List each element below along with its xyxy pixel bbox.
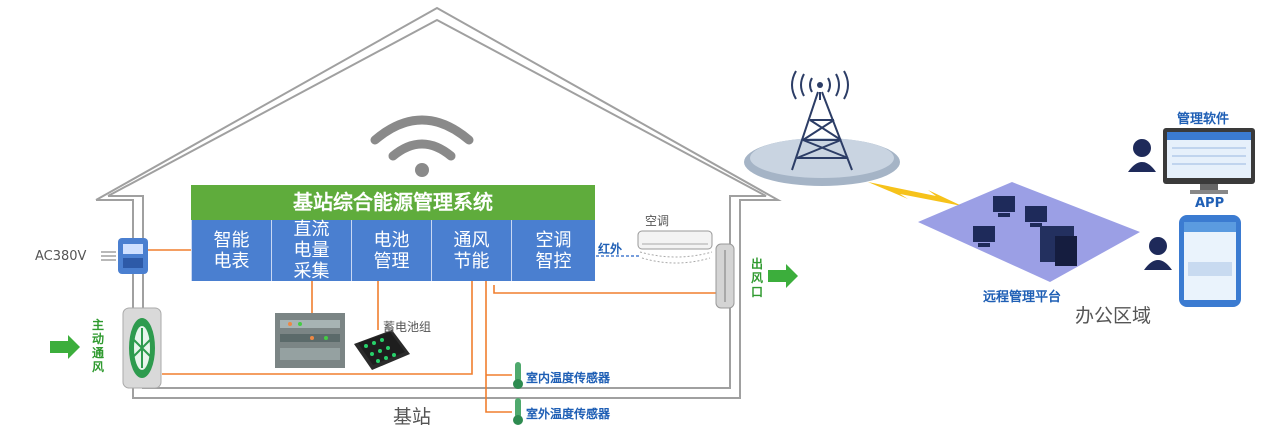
system-title: 基站综合能源管理系统: [191, 185, 595, 220]
office-area-label: 办公区域: [1075, 305, 1152, 327]
energy-management-system: 基站综合能源管理系统 智能 电表 直流 电量 采集 电池 管理 通风 节能 空调…: [191, 185, 595, 282]
module-smart-meter: 智能 电表: [191, 220, 271, 281]
module-dc-acquisition: 直流 电量 采集: [271, 219, 351, 282]
ventilation-fan-icon: [122, 307, 162, 389]
air-conditioner-icon: [637, 230, 713, 264]
dc-acquisition-device-icon: [275, 313, 345, 368]
user-icon: [1128, 139, 1172, 270]
computer-icon: [973, 196, 1077, 266]
outlet-arrow-icon: [768, 264, 798, 288]
ac-input-label: AC380V: [35, 249, 87, 264]
air-outlet-label: 出 风 口: [751, 257, 764, 299]
base-station-label: 基站: [393, 406, 432, 428]
module-battery-management: 电池 管理: [351, 220, 431, 281]
wiring: [148, 249, 722, 413]
wifi-icon: [370, 115, 474, 177]
outdoor-sensor-label: 室外温度传感器: [526, 407, 611, 421]
electric-meter-icon: [101, 238, 148, 274]
monitor-icon: [1163, 128, 1255, 194]
phone-icon: [1179, 215, 1241, 307]
mgmt-software-label: 管理软件: [1177, 112, 1230, 127]
aircon-label: 空调: [645, 214, 670, 228]
indoor-sensor-label: 室内温度传感器: [526, 371, 611, 385]
infrared-label: 红外: [598, 242, 623, 256]
indoor-thermometer-icon: [513, 362, 523, 389]
green-arrow-icon: [50, 335, 80, 359]
remote-platform-label: 远程管理平台: [983, 290, 1062, 305]
module-aircon-control: 空调 智控: [511, 220, 595, 281]
module-ventilation-saving: 通风 节能: [431, 220, 511, 281]
remote-platform-floor: [918, 182, 1140, 282]
active-vent-label: 主 动 通 风: [92, 318, 105, 374]
lightning-icon: [868, 182, 962, 206]
app-label: APP: [1195, 196, 1225, 211]
battery-group-icon: [354, 330, 410, 370]
cell-tower-icon: [744, 70, 900, 186]
outdoor-thermometer-icon: [513, 398, 523, 425]
battery-group-label: 蓄电池组: [383, 320, 432, 334]
air-outlet-icon: [715, 243, 735, 309]
